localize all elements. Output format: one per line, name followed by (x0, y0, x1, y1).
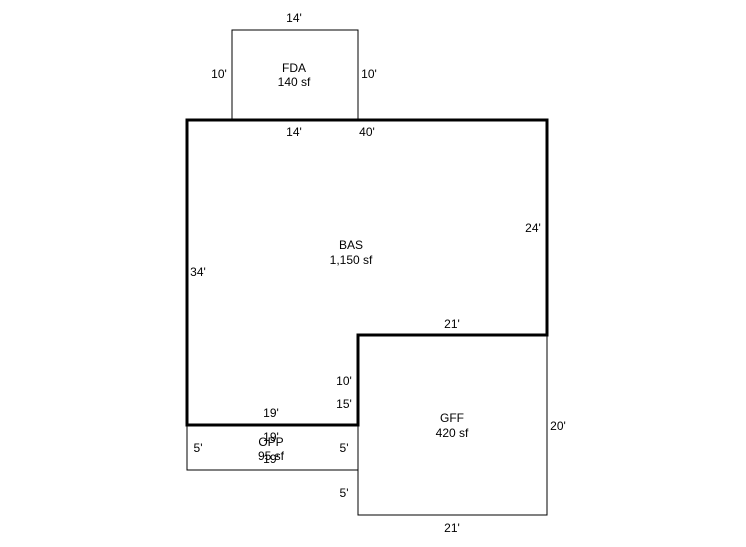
fda-code: FDA (282, 61, 306, 75)
dim-gff-bottom: 21' (444, 521, 460, 535)
bas-code: BAS (339, 238, 363, 252)
dim-bas-bottom: 19' (263, 406, 279, 420)
dim-bas-top-inner: 14' (286, 125, 302, 139)
opp-code: OPP (258, 435, 283, 449)
dim-bas-notch-side: 10' (336, 374, 352, 388)
dim-bas-notch-top: 21' (444, 317, 460, 331)
opp-overlap-label-b: 19' (263, 452, 279, 466)
dim-opp-right: 5' (340, 441, 349, 455)
bas-size: 1,150 sf (330, 253, 373, 267)
dim-gff-left: 5' (340, 486, 349, 500)
dim-fda-right: 10' (361, 67, 377, 81)
dim-bas-left: 34' (190, 265, 206, 279)
bas-outline (185, 118, 549, 427)
dim-bas-top: 40' (359, 125, 375, 139)
gff-code: GFF (440, 411, 464, 425)
dim-opp-left: 5' (194, 441, 203, 455)
fda-size: 140 sf (278, 75, 311, 89)
dim-fda-left: 10' (211, 67, 227, 81)
dim-bas-right: 24' (525, 221, 541, 235)
dim-bas-bottom-side: 15' (336, 397, 352, 411)
dim-fda-top: 14' (286, 11, 302, 25)
opp-size: 95 sf (258, 449, 285, 463)
gff-outline (357, 334, 548, 516)
opp-overlap-label-a: 19' (263, 430, 279, 444)
dim-gff-right: 20' (550, 419, 566, 433)
gff-size: 420 sf (436, 426, 469, 440)
